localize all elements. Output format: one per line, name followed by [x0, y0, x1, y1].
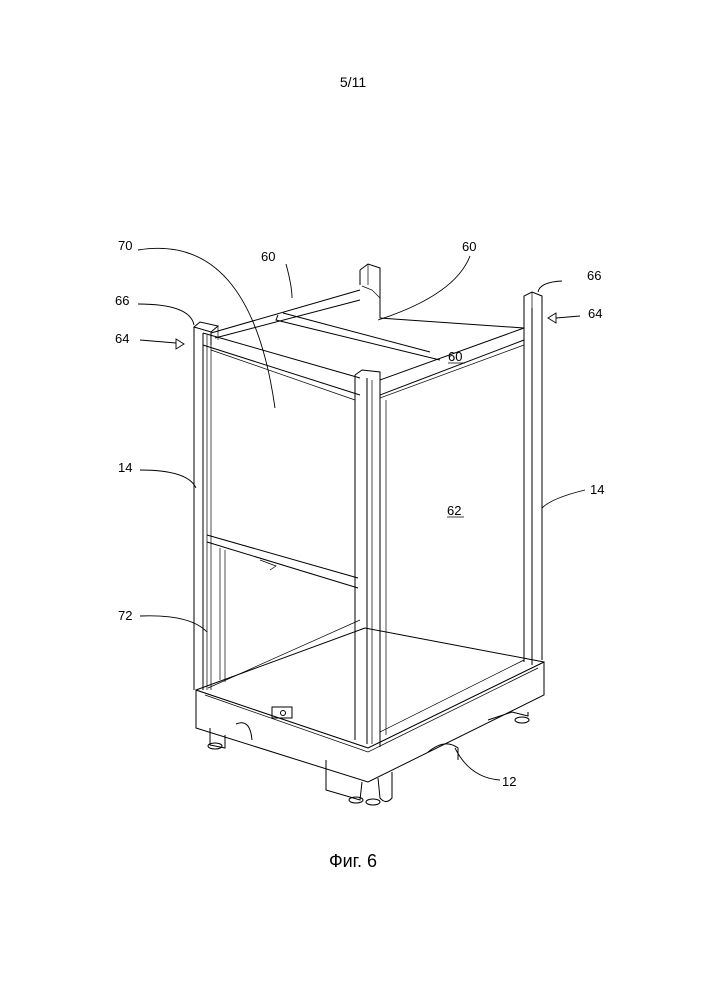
label-64-right: 64 — [588, 306, 602, 321]
label-62: 62 — [447, 503, 461, 518]
label-60-left: 60 — [261, 249, 275, 264]
label-60-front: 60 — [448, 349, 462, 364]
figure-caption: Фиг. 6 — [0, 851, 706, 872]
right-back-corner-post — [524, 292, 542, 665]
front-corner-post — [355, 370, 380, 747]
back-panel — [207, 350, 358, 682]
label-66-right: 66 — [587, 268, 601, 283]
label-14-right: 14 — [590, 482, 604, 497]
label-12: 12 — [502, 774, 516, 789]
label-60-right: 60 — [462, 239, 476, 254]
label-64-left: 64 — [115, 331, 129, 346]
side-panel — [380, 345, 524, 735]
label-72: 72 — [118, 608, 132, 623]
label-14-left: 14 — [118, 460, 132, 475]
label-66-left: 66 — [115, 293, 129, 308]
top-frame — [203, 286, 524, 395]
left-corner-post — [194, 322, 218, 690]
label-70: 70 — [118, 238, 132, 253]
back-corner-post — [360, 264, 380, 295]
